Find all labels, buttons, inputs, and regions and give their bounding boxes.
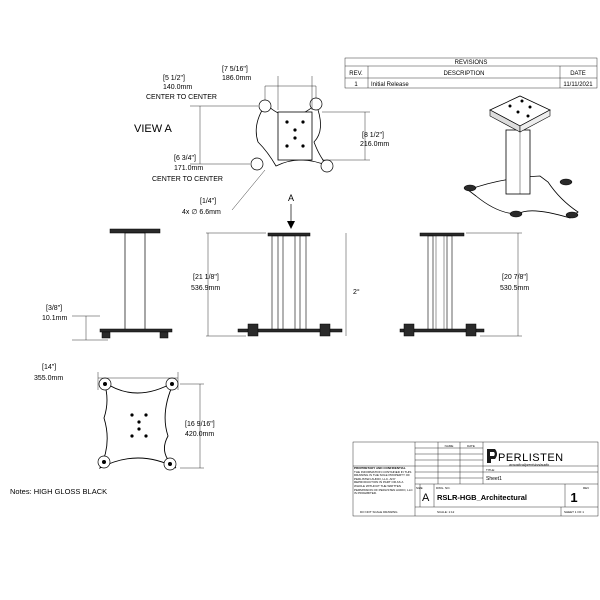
sheet-name: Sheet1 — [486, 476, 502, 482]
foot-circle — [320, 159, 334, 173]
sheet-text: SHEET 1 OF 1 — [564, 510, 584, 514]
proprietary-title: PROPRIETARY AND CONFIDENTIAL — [354, 467, 406, 470]
perlisten-logo — [487, 449, 497, 463]
dim-base-w-mm: 355.0mm — [34, 375, 63, 382]
isometric-view — [463, 95, 579, 219]
dim-right-mm: 216.0mm — [360, 141, 389, 148]
rev-cell: 1 — [354, 82, 358, 88]
rev-header: REV. — [349, 71, 363, 77]
revisions-table: REVISIONS REV. DESCRIPTION DATE 1 Initia… — [344, 57, 598, 89]
dim-ctc2-mm: 171.0mm — [174, 165, 203, 172]
view-a-drawing — [190, 76, 370, 211]
dim-top-in: [7 5/16"] — [222, 66, 248, 73]
view-a-top-plate — [277, 111, 313, 161]
side-view-center — [206, 232, 347, 337]
date-header-tb: DATE — [467, 444, 475, 448]
dim-angle: 2° — [353, 288, 360, 296]
dim-ctc2-in: [6 3/4"] — [174, 155, 196, 162]
dim-ctc1-in: [5 1/2"] — [163, 75, 185, 82]
title-label: TITLE: — [486, 468, 495, 472]
arrow-a-label: A — [288, 193, 294, 203]
rev-label: REV — [583, 486, 589, 490]
scale-text: SCALE: 1:12 — [437, 510, 455, 514]
name-header: NAME — [445, 444, 454, 448]
company-name: PERLISTEN — [498, 452, 564, 464]
dim-foot-mm: 10.1mm — [42, 315, 67, 322]
view-a-label: VIEW A — [134, 123, 173, 135]
side-view-right — [399, 232, 522, 337]
size-label: SIZE — [416, 486, 423, 490]
side-view-left — [72, 228, 173, 341]
proprietary-notice: PROPRIETARY AND CONFIDENTIAL THE INFORMA… — [354, 467, 413, 496]
base-bottom-view — [97, 372, 204, 471]
description-header: DESCRIPTION — [443, 71, 484, 77]
revisions-title: REVISIONS — [455, 60, 488, 66]
dim-hole-in: [1/4"] — [200, 198, 216, 205]
size-value: A — [422, 492, 430, 504]
dim-h1-mm: 536.9mm — [191, 285, 220, 292]
description-cell: Initial Release — [371, 82, 409, 88]
dim-ctc1-note: CENTER TO CENTER — [146, 94, 217, 101]
foot-circle — [258, 99, 272, 113]
dim-hole-mm: 4x ∅ 6.6mm — [182, 209, 221, 216]
dim-h1-in: [21 1/8"] — [193, 274, 219, 281]
notes: Notes: HIGH GLOSS BLACK — [10, 487, 107, 496]
date-header: DATE — [570, 71, 586, 77]
rev-value: 1 — [570, 490, 577, 505]
dim-ctc1-mm: 140.0mm — [163, 84, 192, 91]
title-block — [352, 441, 599, 517]
dim-ctc2-note: CENTER TO CENTER — [152, 176, 223, 183]
dim-base-w-in: [14"] — [42, 364, 56, 371]
dim-base-h-mm: 420.0mm — [185, 431, 214, 438]
date-cell: 11/11/2021 — [563, 82, 593, 88]
dim-right-in: [8 1/2"] — [362, 132, 384, 139]
dim-base-h-in: [16 9/16"] — [185, 421, 215, 428]
dim-foot-in: [3/8"] — [46, 305, 62, 312]
do-not-scale: DO NOT SCALE DRAWING — [360, 510, 398, 514]
company-tagline: acoustical/precision/audio — [509, 463, 549, 467]
dim-top-mm: 186.0mm — [222, 75, 251, 82]
dim-h2-in: [20 7/8"] — [502, 274, 528, 281]
dwg-no-value: RSLR-HGB_Architectural — [437, 493, 527, 502]
proprietary-text: THE INFORMATION CONTAINED IN THIS DRAWIN… — [354, 469, 413, 496]
dwg-no-label: DWG. NO. — [436, 486, 450, 490]
foot-circle — [250, 157, 264, 171]
dim-h2-mm: 530.5mm — [500, 285, 529, 292]
